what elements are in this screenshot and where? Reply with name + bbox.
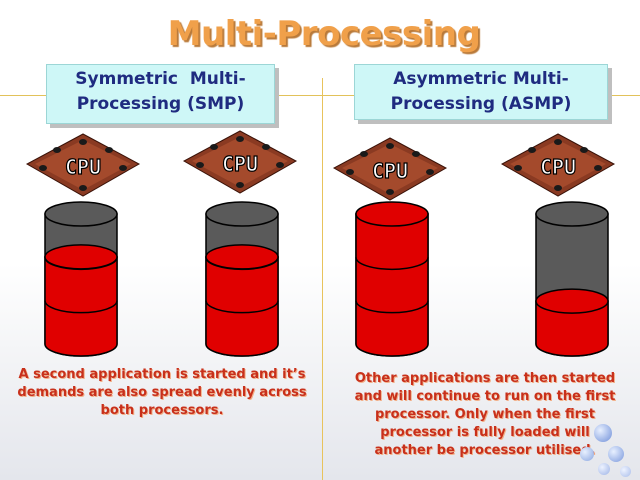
smp-cpu-label-2: CPU: [222, 152, 258, 176]
smp-cpu-chip-1: CPU: [25, 133, 141, 197]
smp-caption: A second application is started and it’s…: [0, 366, 324, 420]
decor-bubble: [594, 424, 612, 442]
cylinder-top-cap: [535, 201, 609, 227]
cylinder-segment-line: [355, 257, 429, 271]
smp-cpu-chip-2: CPU: [182, 130, 298, 194]
divider-left: [0, 95, 46, 96]
chip-pin: [105, 147, 113, 153]
asmp-caption-line5: another be processor utilised.: [374, 443, 596, 458]
asmp-caption-line1: Other applications are then started: [354, 371, 616, 386]
asmp-cpu-label-1: CPU: [372, 159, 408, 183]
chip-pin: [346, 169, 354, 175]
asmp-caption-line3: processor. Only when the first: [374, 407, 596, 422]
chip-pin: [412, 151, 420, 157]
asmp-cpu-label-2: CPU: [540, 155, 576, 179]
chip-pin: [196, 162, 204, 168]
cylinder-load-top: [535, 288, 609, 314]
cylinder-load-top: [44, 244, 118, 270]
asmp-caption-line2: and will continue to run on the first: [354, 389, 616, 404]
cylinder-segment-line: [44, 300, 118, 314]
decor-bubble: [580, 447, 594, 461]
smp-cpu-label-1: CPU: [65, 155, 101, 179]
asmp-cpu-chip-2: CPU: [500, 133, 616, 197]
chip-pin: [426, 169, 434, 175]
asmp-header-line2: Processing (ASMP): [390, 94, 572, 114]
chip-pin: [360, 151, 368, 157]
cylinder-top-cap: [44, 201, 118, 227]
chip-pin: [79, 139, 87, 145]
smp-caption-line2: demands are also spread evenly across: [17, 385, 307, 400]
cylinder-load-body: [535, 300, 609, 357]
smp-header-line2: Processing (SMP): [76, 94, 245, 114]
asmp-cpu-chip-1: CPU: [332, 137, 448, 201]
chip-pin: [554, 185, 562, 191]
cylinder-load-top: [205, 244, 279, 270]
chip-pin: [236, 136, 244, 142]
decor-bubble: [598, 463, 610, 475]
smp-caption-line3: both processors.: [100, 403, 224, 418]
decor-bubble: [620, 466, 631, 477]
asmp-caption-line4: processor is fully loaded will: [380, 425, 590, 440]
divider-right: [608, 95, 640, 96]
chip-pin: [554, 139, 562, 145]
smp-load-cylinder-1: [44, 201, 118, 357]
smp-load-cylinder-2: [205, 201, 279, 357]
chip-pin: [594, 165, 602, 171]
cylinder-segment-line: [355, 300, 429, 314]
chip-pin: [386, 189, 394, 195]
chip-pin: [39, 165, 47, 171]
chip-pin: [514, 165, 522, 171]
chip-pin: [79, 185, 87, 191]
cylinder-load-body: [205, 256, 279, 357]
asmp-load-cylinder-2: [535, 201, 609, 357]
decor-bubble: [608, 446, 624, 462]
divider-middle: [275, 95, 355, 96]
cylinder-load-body: [44, 256, 118, 357]
cylinder-load-body: [355, 213, 429, 357]
smp-header-line1: Symmetric Multi-: [75, 69, 246, 89]
chip-pin: [276, 162, 284, 168]
chip-pin: [53, 147, 61, 153]
cylinder-top-cap: [355, 201, 429, 227]
chip-pin: [119, 165, 127, 171]
chip-pin: [386, 143, 394, 149]
smp-header: Symmetric Multi- Processing (SMP): [46, 64, 275, 124]
cylinder-top-cap: [205, 201, 279, 227]
smp-caption-line1: A second application is started and it’s: [18, 367, 306, 382]
chip-pin: [580, 147, 588, 153]
asmp-load-cylinder-1: [355, 201, 429, 357]
asmp-caption: Other applications are then started and …: [332, 370, 638, 460]
chip-pin: [528, 147, 536, 153]
asmp-header: Asymmetric Multi- Processing (ASMP): [354, 64, 608, 120]
cylinder-segment-line: [205, 300, 279, 314]
chip-pin: [210, 144, 218, 150]
chip-pin: [236, 182, 244, 188]
chip-pin: [262, 144, 270, 150]
asmp-header-line1: Asymmetric Multi-: [393, 69, 569, 89]
section-divider: [322, 78, 323, 480]
slide-title: Multi-Processing: [167, 14, 481, 54]
